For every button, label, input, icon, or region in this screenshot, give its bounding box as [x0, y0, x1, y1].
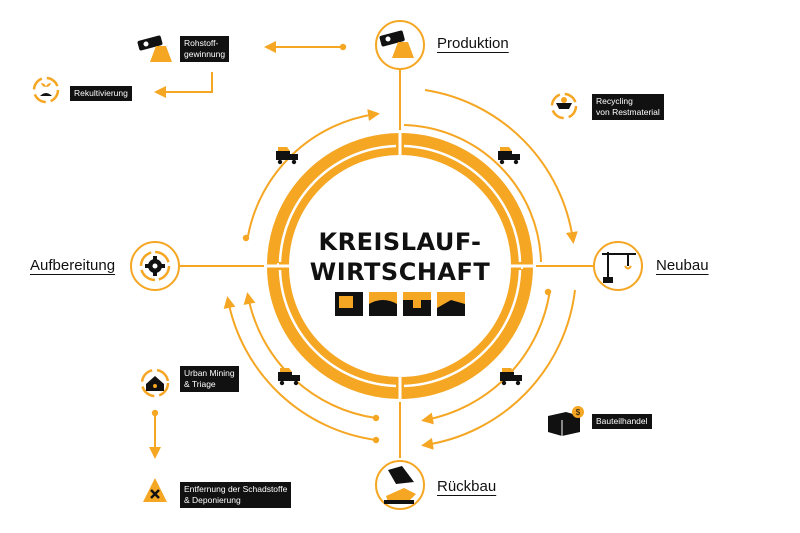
hazard-triangle-icon [143, 478, 167, 502]
gear-cycle-icon [139, 250, 171, 282]
arc-dots [242, 234, 552, 444]
node-label-neubau[interactable]: Neubau [656, 257, 709, 274]
material-tiles-logo [335, 292, 465, 316]
truck-icon [500, 368, 522, 386]
center-title-line2: WIRTSCHAFT [309, 258, 491, 286]
tag-bauteilhandel: Bauteilhandel [592, 414, 652, 429]
node-label-produktion[interactable]: Produktion [437, 35, 509, 52]
spoke-lines [180, 70, 593, 458]
crane-lamp-icon [137, 35, 172, 62]
rohstoff-flow [154, 41, 342, 98]
recycle-cart-icon [550, 92, 578, 120]
flow-dot [339, 43, 347, 51]
tag-recycling: Recycling von Restmaterial [592, 94, 664, 120]
node-label-aufbereitung[interactable]: Aufbereitung [30, 257, 116, 274]
box-coin-icon: $ [548, 406, 584, 436]
truck-icon [498, 147, 520, 165]
flow-dot [151, 409, 159, 417]
tag-rekultivierung: Rekultivierung [70, 86, 132, 101]
truck-icon [276, 147, 298, 165]
tag-entfernung: Entfernung der Schadstoffe & Deponierung [180, 482, 292, 508]
svg-text:$: $ [576, 408, 581, 417]
center-title-line1: KREISLAUF- [318, 228, 482, 256]
tag-rohstoffgewinnung: Rohstoff- gewinnung [180, 36, 230, 62]
node-label-rueckbau[interactable]: Rückbau [437, 478, 497, 495]
tower-crane-icon [602, 252, 636, 283]
house-cycle-icon [140, 368, 170, 398]
plant-cycle-icon [32, 76, 60, 104]
tag-urban-mining: Urban Mining & Triage [180, 366, 239, 392]
central-ring [264, 130, 536, 402]
excavator-icon [384, 466, 416, 504]
truck-icon [278, 368, 300, 386]
crane-lamp-icon [379, 30, 414, 58]
